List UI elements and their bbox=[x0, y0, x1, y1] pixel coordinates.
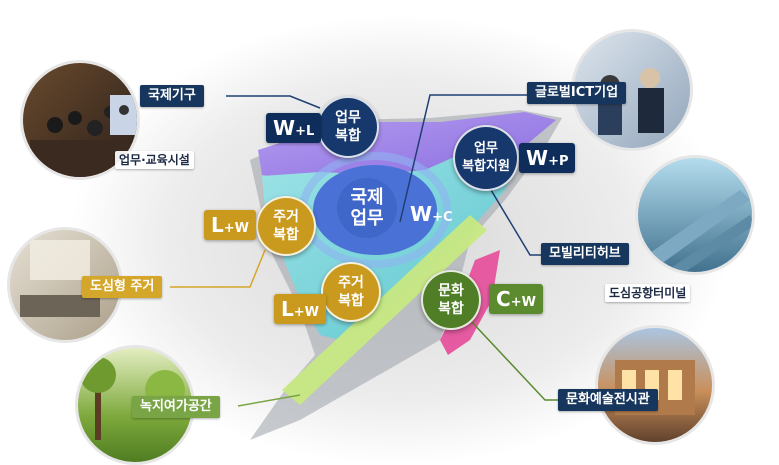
zone-label-line1: 주거 bbox=[338, 275, 364, 291]
code-sub: +W bbox=[510, 295, 536, 310]
zone-label-line2: 복합 bbox=[438, 301, 464, 317]
zone-label-line1: 국제 bbox=[350, 187, 384, 208]
zone-label-line1: 업무 bbox=[474, 141, 498, 156]
zone-label-line2: 복합지원 bbox=[462, 159, 510, 174]
code-l-w-2: L+W bbox=[274, 294, 326, 324]
code-c-w: C+W bbox=[489, 284, 543, 314]
exhibition-hall-photo bbox=[595, 325, 715, 445]
label-culture-hall: 문화예술전시관 bbox=[558, 389, 658, 411]
code-w-l: W+L bbox=[266, 113, 322, 143]
label-green-space: 녹지여가공간 bbox=[132, 396, 220, 418]
code-sub: +P bbox=[548, 154, 569, 169]
label-mobility-hub: 모빌리티허브 bbox=[541, 243, 629, 265]
code-main: L bbox=[211, 213, 224, 237]
zone-label-line2: 복합 bbox=[335, 128, 361, 144]
zone-label-line2: 복합 bbox=[338, 293, 364, 309]
label-global-ict: 글로벌ICT기업 bbox=[527, 82, 627, 104]
label-intl-org: 국제기구 bbox=[140, 85, 204, 107]
conference-photo bbox=[20, 60, 140, 180]
zone-label-line2: 업무 bbox=[350, 208, 384, 229]
code-w-c: W+C bbox=[403, 199, 460, 229]
label-airport-terminal: 도심공항터미널 bbox=[605, 284, 691, 302]
zone-label-line1: 문화 bbox=[438, 283, 464, 299]
code-main: W bbox=[410, 202, 433, 226]
code-w-p: W+P bbox=[519, 143, 576, 173]
code-sub: +W bbox=[293, 305, 319, 320]
code-main: C bbox=[496, 287, 511, 311]
green-corridor bbox=[282, 215, 487, 405]
mobility-hub-photo bbox=[635, 155, 755, 275]
zone-label-line2: 복합 bbox=[273, 227, 299, 243]
code-sub: +L bbox=[295, 124, 315, 139]
zone-label-line1: 업무 bbox=[335, 110, 361, 126]
label-edu-facility: 업무·교육시설 bbox=[115, 151, 194, 169]
code-sub: +C bbox=[432, 210, 453, 225]
code-l-w-1: L+W bbox=[204, 210, 256, 240]
code-main: L bbox=[281, 297, 294, 321]
code-main: W bbox=[526, 146, 549, 170]
code-main: W bbox=[273, 116, 296, 140]
label-urban-housing: 도심형 주거 bbox=[82, 276, 163, 298]
zone-label-line1: 주거 bbox=[273, 209, 299, 225]
code-sub: +W bbox=[223, 221, 249, 236]
